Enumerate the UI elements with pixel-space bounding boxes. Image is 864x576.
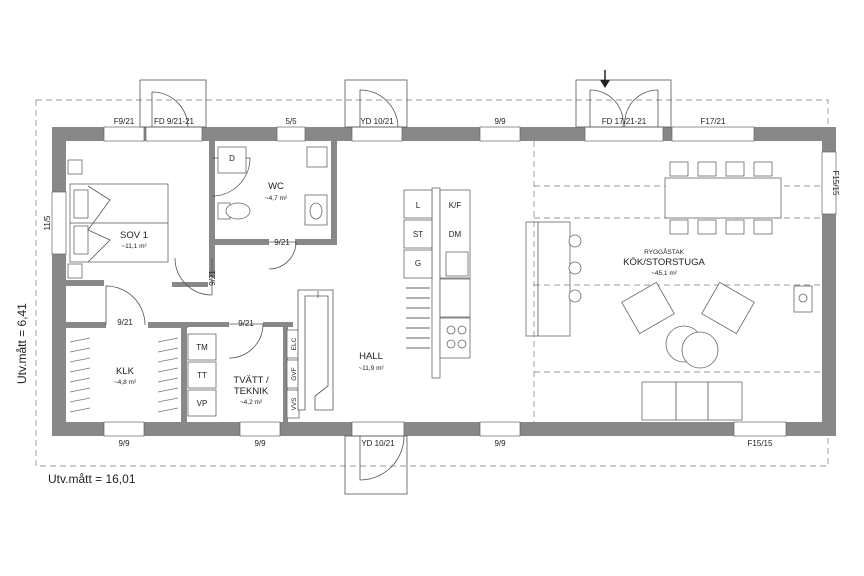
room-hall-name: HALL: [359, 351, 383, 362]
window-9-9-top: 9/9: [494, 117, 506, 126]
outer-height-label: Utv.mått = 6,41: [15, 303, 29, 384]
interior-walls: [66, 141, 337, 422]
wc-d-label: D: [229, 154, 235, 163]
wall-openings: [51, 126, 837, 437]
appliance-dm: DM: [449, 230, 462, 239]
window-f17-21: F17/21: [701, 117, 726, 126]
door-fd-17-21-21: FD 17/21-21: [602, 117, 647, 126]
kitchen-column: [403, 187, 471, 379]
window-5-5: 5/5: [285, 117, 297, 126]
room-tvatt-area: ~4,2 m²: [240, 399, 263, 406]
room-tvatt-name2: TEKNIK: [234, 386, 269, 397]
window-f15-15-side: F15/15: [831, 171, 840, 196]
appliance-g: G: [415, 259, 421, 268]
appliance-tm: TM: [196, 343, 208, 352]
window-9-9-bottom-3: 9/9: [494, 439, 506, 448]
window-9-9-bottom-1: 9/9: [118, 439, 130, 448]
double-bed: [67, 159, 169, 279]
room-hall-area: ~11,9 m²: [358, 365, 384, 372]
appliance-kf: K/F: [449, 201, 462, 210]
door-yd-10-21-top: YD 10/21: [360, 117, 394, 126]
door-fd-9-21-21: FD 9/21-21: [154, 117, 195, 126]
klk-wardrobe: [69, 337, 179, 413]
door-label-tvatt: 9/21: [238, 319, 254, 328]
door-yd-10-21-bottom: YD 10/21: [361, 439, 395, 448]
room-tvatt-name: TVÄTT /: [233, 375, 269, 386]
dining-table: [664, 161, 782, 235]
porches: [139, 79, 672, 495]
laundry-appliances: [187, 333, 217, 417]
window-9-9-bottom-2: 9/9: [254, 439, 266, 448]
window-11-5: 11/5: [43, 215, 52, 231]
entrance-arrow-icon: [600, 70, 610, 88]
window-f9-21: F9/21: [114, 117, 135, 126]
door-label-klk: 9/21: [117, 318, 133, 327]
appliance-st: ST: [413, 230, 423, 239]
room-sov1-area: ~11,1 m²: [121, 243, 147, 250]
outer-width-label: Utv.mått = 16,01: [48, 472, 136, 486]
door-label-sov: 9/21: [208, 270, 217, 286]
appliance-tt: TT: [197, 371, 207, 380]
room-klk-area: ~4,8 m²: [114, 379, 137, 386]
hall-coat-rack: [406, 287, 430, 349]
room-wc-name: WC: [268, 181, 284, 192]
tech-elc: ELC: [291, 337, 298, 350]
room-kok-sub: RYGGÅSTAK: [644, 247, 685, 256]
door-label-wc: 9/21: [274, 238, 290, 247]
appliance-vp: VP: [197, 399, 208, 408]
room-kok-area: ~45,1 m²: [651, 270, 678, 277]
room-klk-name: KLK: [116, 366, 135, 377]
door-swings: [105, 89, 659, 481]
window-f15-15-bottom: F15/15: [748, 439, 773, 448]
kitchen-island: [525, 221, 582, 337]
tech-vvs: VVS: [291, 397, 298, 411]
hall-shelf: [297, 289, 334, 411]
room-wc-area: ~4,7 m²: [265, 195, 288, 202]
room-sov1-name: SOV 1: [120, 230, 148, 241]
living-furniture: [621, 281, 813, 421]
tech-gvf: GVF: [291, 367, 298, 380]
room-kok-name: KÖK/STORSTUGA: [623, 257, 705, 268]
wc-fixtures: [217, 146, 328, 226]
appliance-l: L: [416, 201, 421, 210]
